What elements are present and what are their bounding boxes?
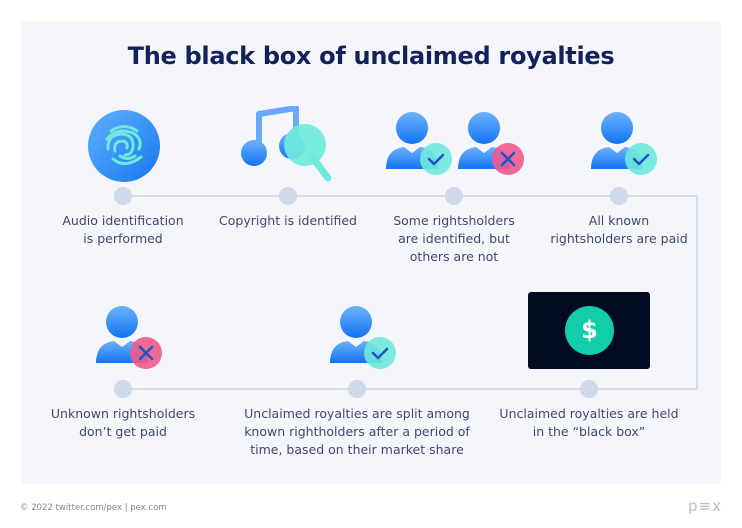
label-line: known rightholders after a period of [244, 424, 470, 439]
label-line: Unknown rightsholders [50, 406, 196, 421]
pex-logo: p≡x [688, 497, 722, 515]
step-label-5: Unclaimed royalties are held in the “bla… [479, 405, 699, 441]
step-label-2: Copyright is identified [178, 212, 398, 230]
step-dot-3 [445, 187, 463, 205]
timeline-right [696, 195, 698, 389]
label-line: Unclaimed royalties are held [499, 406, 679, 421]
label-line: time, based on their market share [250, 442, 464, 457]
step-label-4: All known rightsholders are paid [509, 212, 729, 248]
timeline-bottom [123, 388, 698, 390]
user-check-icon [386, 112, 452, 175]
footer-credit: © 2022 twitter.com/pex | pex.com [20, 503, 167, 513]
label-line: are identified, but [398, 231, 510, 246]
music-search-icon [241, 106, 332, 182]
label-line: don’t get paid [79, 424, 167, 439]
label-line: rightsholders are paid [550, 231, 688, 246]
step-dot-2 [279, 187, 297, 205]
label-line: Copyright is identified [219, 213, 357, 228]
label-line: Some rightsholders [393, 213, 515, 228]
fingerprint-icon [88, 110, 160, 182]
step-label-1: Audio identification is performed [13, 212, 233, 248]
label-line: is performed [83, 231, 163, 246]
label-line: Unclaimed royalties are split among [244, 406, 470, 421]
user-cross-icon [96, 306, 162, 369]
label-line: others are not [409, 249, 499, 264]
label-line: All known [588, 213, 650, 228]
infographic-card [21, 21, 721, 484]
step-label-3: Some rightsholders are identified, but o… [344, 212, 564, 266]
timeline-top [123, 195, 697, 197]
step-label-6: Unclaimed royalties are split among know… [227, 405, 487, 459]
user-check-icon [330, 306, 396, 369]
step-dot-5 [580, 380, 598, 398]
step-dot-1 [114, 187, 132, 205]
step-dot-6 [348, 380, 366, 398]
dollar-icon: $ [565, 306, 614, 355]
label-line: Audio identification [62, 213, 184, 228]
step-dot-4 [610, 187, 628, 205]
user-check-icon [591, 112, 657, 175]
label-line: in the “black box” [532, 424, 646, 439]
step-label-7: Unknown rightsholders don’t get paid [13, 405, 233, 441]
user-cross-icon [458, 112, 524, 175]
page-title: The black box of unclaimed royalties [127, 42, 615, 70]
step-dot-7 [114, 380, 132, 398]
black-box: $ [528, 292, 650, 369]
